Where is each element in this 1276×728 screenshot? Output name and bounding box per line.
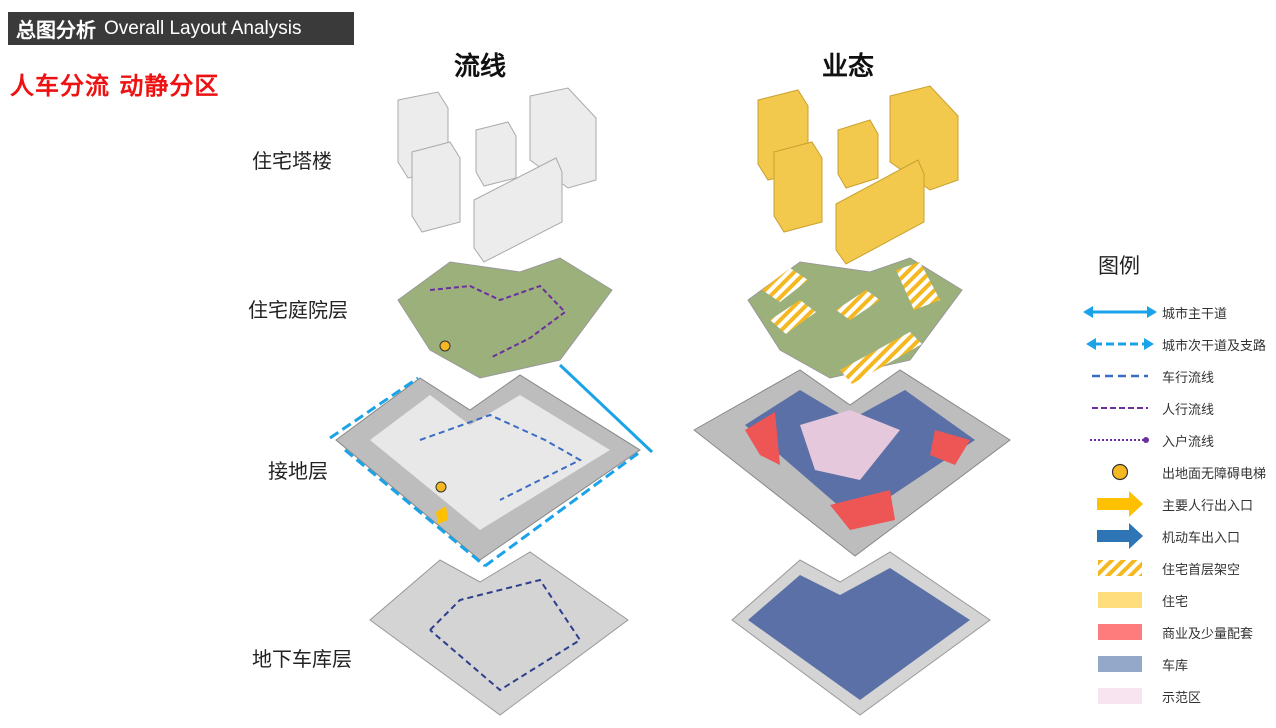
legend-item-secondary-road: 城市次干道及支路 xyxy=(1080,328,1276,360)
dotted-line-dot-icon xyxy=(1080,430,1160,450)
fill-swatch-icon xyxy=(1080,654,1160,674)
legend-item-entry-flow: 入户流线 xyxy=(1080,424,1276,456)
basement-layer-left xyxy=(369,551,629,716)
fill-swatch-icon xyxy=(1080,622,1160,642)
page-title-cn: 总图分析 xyxy=(16,18,96,42)
courtyard-layer-right xyxy=(747,257,963,384)
legend: 图例 城市主干道 城市次干道及支路 车行流线 人行流线 入户流线 出地面无障碍电… xyxy=(1080,250,1276,712)
row-label-basement: 地下车库层 xyxy=(252,647,352,671)
ground-layer-right xyxy=(693,369,1011,557)
ground-layer-left xyxy=(329,363,654,568)
page-title-bar: 总图分析 Overall Layout Analysis xyxy=(8,12,354,45)
basement-layer-right xyxy=(731,551,991,716)
legend-item-elevator: 出地面无障碍电梯 xyxy=(1080,456,1276,488)
column-title-program: 业态 xyxy=(822,52,875,82)
circle-icon xyxy=(1080,462,1160,482)
double-arrow-solid-icon xyxy=(1080,302,1160,322)
courtyard-layer-left xyxy=(397,257,613,379)
row-label-courtyard: 住宅庭院层 xyxy=(248,298,348,322)
towers-left xyxy=(397,87,597,263)
fill-swatch-icon xyxy=(1080,686,1160,706)
row-label-towers: 住宅塔楼 xyxy=(252,149,332,173)
legend-item-stilt-floor: 住宅首层架空 xyxy=(1080,552,1276,584)
legend-item-main-road: 城市主干道 xyxy=(1080,296,1276,328)
arrow-right-icon xyxy=(1080,523,1160,549)
page-subtitle: 人车分流 动静分区 xyxy=(10,72,220,100)
legend-item-residential: 住宅 xyxy=(1080,584,1276,616)
legend-item-pedestrian-entrance: 主要人行出入口 xyxy=(1080,488,1276,520)
legend-item-garage: 车库 xyxy=(1080,648,1276,680)
page-title-en: Overall Layout Analysis xyxy=(104,17,302,39)
axonometric-diagram xyxy=(329,85,1011,716)
column-title-circulation: 流线 xyxy=(454,52,507,82)
legend-item-vehicle-entrance: 机动车出入口 xyxy=(1080,520,1276,552)
towers-right xyxy=(757,85,959,265)
dashed-line-icon xyxy=(1080,398,1160,418)
double-arrow-dashed-icon xyxy=(1080,334,1160,354)
hatch-swatch-icon xyxy=(1080,558,1160,578)
fill-swatch-icon xyxy=(1080,590,1160,610)
legend-item-commercial: 商业及少量配套 xyxy=(1080,616,1276,648)
legend-title: 图例 xyxy=(1098,254,1140,278)
legend-item-vehicle-flow: 车行流线 xyxy=(1080,360,1276,392)
legend-item-demo-area: 示范区 xyxy=(1080,680,1276,712)
dashed-line-icon xyxy=(1080,366,1160,386)
legend-item-pedestrian-flow: 人行流线 xyxy=(1080,392,1276,424)
row-label-ground: 接地层 xyxy=(268,459,328,483)
arrow-right-icon xyxy=(1080,491,1160,517)
